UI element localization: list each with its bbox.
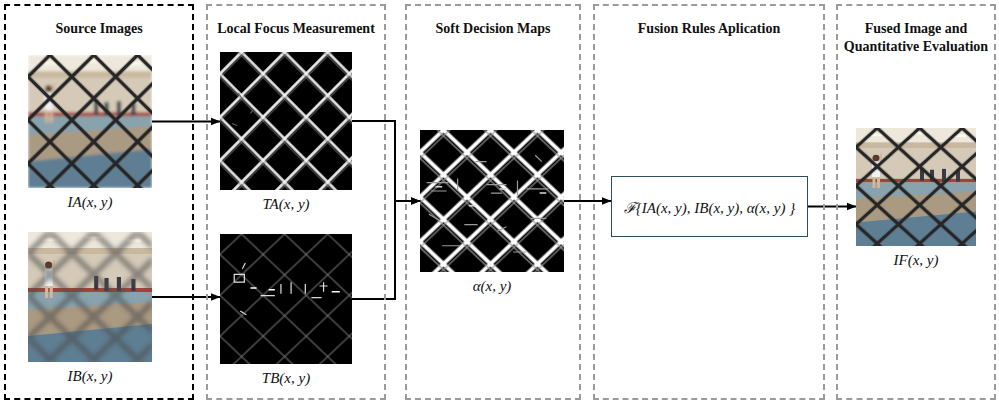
arrow-connector <box>152 296 220 298</box>
image-panel: IA(x, y) <box>28 55 152 188</box>
soft-decision-map-part <box>436 187 547 206</box>
panel-title: Soft Decision Maps <box>411 20 575 38</box>
soft-decision-map-part <box>420 130 564 272</box>
arrow-connector <box>808 206 856 208</box>
image-caption: TB(x, y) <box>196 370 376 387</box>
source-image-a-part-part <box>28 55 152 188</box>
formula-box: ℱ{IA(x, y), IB(x, y), α(x, y) } <box>611 176 808 237</box>
source-image-b-part <box>28 232 152 362</box>
panel-title: Local Focus Measurement <box>212 20 380 38</box>
focus-map-b-part <box>220 234 352 364</box>
formula-text: ℱ{IA(x, y), IB(x, y), α(x, y) } <box>624 197 795 217</box>
dashed-panel: IF(x, y) Fused Image and Quantitative Eva… <box>836 4 996 400</box>
fused-image-part <box>856 128 976 246</box>
source-image-b <box>28 232 152 362</box>
panel-title: Fusion Rules Aplication <box>599 20 819 38</box>
dashed-panel: TA(x, y) TB(x, y) Local Focus Measurement <box>206 4 386 400</box>
image-caption: TA(x, y) <box>196 196 376 213</box>
image-caption: IA(x, y) <box>4 194 176 211</box>
panel-title: Fused Image and Quantitative Evaluation <box>842 20 990 55</box>
image-panel: IB(x, y) <box>28 232 152 362</box>
focus-map-a-part <box>220 52 352 190</box>
focus-map-a-part <box>220 52 352 190</box>
source-image-a-part <box>28 55 152 188</box>
image-caption: IB(x, y) <box>4 368 176 385</box>
dashed-panel: α(x, y) Soft Decision Maps <box>405 4 581 400</box>
focus-map-a-part <box>232 93 253 126</box>
fused-image <box>856 128 976 246</box>
arrow-connector <box>152 121 220 123</box>
panel-title: Source Images <box>10 20 188 38</box>
focus-map-a <box>220 52 352 190</box>
dashed-panel: ℱ{IA(x, y), IB(x, y), α(x, y) } Fusion Ru… <box>593 4 825 400</box>
source-image-a-part <box>28 55 152 188</box>
focus-map-b <box>220 234 352 364</box>
focus-map-b-part <box>250 288 339 292</box>
focus-map-b-part <box>220 234 352 364</box>
source-image-a <box>28 55 152 188</box>
fused-image-part <box>856 128 976 246</box>
image-caption: IF(x, y) <box>832 252 999 269</box>
image-panel: TB(x, y) <box>220 234 352 364</box>
source-image-b-part <box>28 232 152 362</box>
soft-decision-map <box>420 130 564 272</box>
soft-decision-map-part <box>427 155 549 252</box>
soft-decision-map-part <box>420 130 564 272</box>
dashed-panel: IA(x, y) IB(x, y) Source Images <box>4 4 194 400</box>
arrow-connector <box>564 200 611 202</box>
arrow-connector <box>352 121 420 201</box>
image-panel: IF(x, y) <box>856 128 976 246</box>
image-panel: α(x, y) <box>420 130 564 272</box>
image-caption: α(x, y) <box>396 278 588 295</box>
image-panel: TA(x, y) <box>220 52 352 190</box>
arrow-connector <box>352 201 420 299</box>
focus-map-b-part <box>234 263 327 315</box>
